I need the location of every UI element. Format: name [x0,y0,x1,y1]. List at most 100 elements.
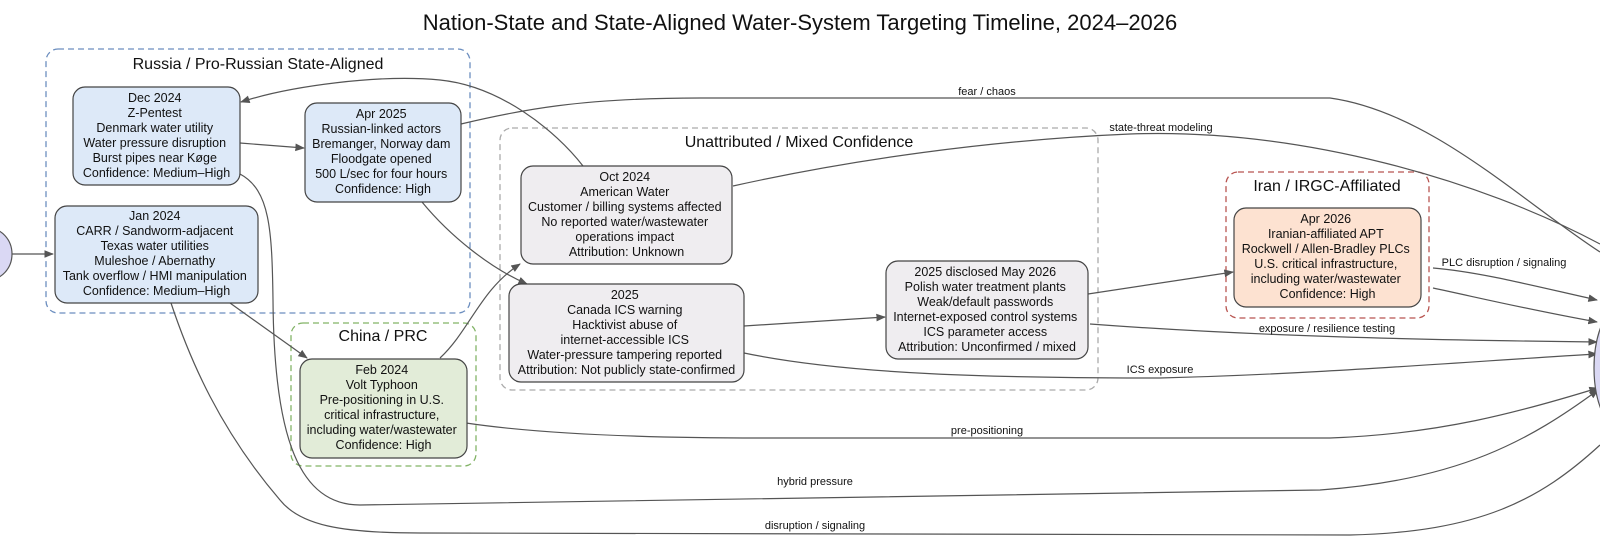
node-line: ICS parameter access [923,325,1047,339]
cluster-label-russia: Russia / Pro-Russian State-Aligned [133,56,384,73]
diagram-title: Nation-State and State-Aligned Water-Sys… [423,10,1178,35]
node-text-feb2024: Feb 2024 Volt Typhoon Pre-positioning in… [307,363,461,452]
edge-canada2025-to-poland2025 [743,313,886,327]
node-line: Z-Pentest [128,106,183,120]
node-text-apr2025: Apr 2025 Russian-linked actors Bremanger… [312,107,454,196]
node-oct2024: Oct 2024 American Water Customer / billi… [520,165,733,265]
edge-label-exposure: exposure / resilience testing [1259,323,1395,335]
edge-apr2026-hub [1432,287,1598,325]
node-line: CARR / Sandworm-adjacent [76,224,234,238]
node-line: Feb 2024 [355,363,408,377]
edge-feb2024-to-oct2024 [439,263,521,359]
node-line: including water/wastewater [307,423,457,437]
node-line: Attribution: Unknown [569,245,684,259]
node-line: critical infrastructure, [324,408,439,422]
edges [12,77,1600,536]
node-line: Customer / billing systems affected [528,200,722,214]
edge-label-plc: PLC disruption / signaling [1442,257,1567,269]
node-line: operations impact [575,230,674,244]
edge-feb2024-prepos [465,386,1599,439]
edge-label-prepos: pre-positioning [951,425,1023,437]
node-line: Iranian-affiliated APT [1268,227,1384,241]
node-line: Confidence: High [335,182,431,196]
node-line: Muleshoe / Abernathy [94,254,216,268]
node-line: 2025 disclosed May 2026 [914,265,1056,279]
edge-oct2024-state-threat [732,132,1600,245]
node-line: Oct 2024 [599,170,650,184]
node-line: Dec 2024 [128,91,182,105]
node-line: Tank overflow / HMI manipulation [63,269,247,283]
node-line: Denmark water utility [96,121,213,135]
edge-label-hybrid: hybrid pressure [777,476,853,488]
cluster-iran: Iran / IRGC-Affiliated [1225,171,1430,319]
node-line: Russian-linked actors [322,122,442,136]
node-text-canada2025: 2025 Canada ICS warning Hacktivist abuse… [518,288,736,377]
edge-dec2024-hybrid [239,173,1599,506]
node-line: Burst pipes near Køge [93,151,217,165]
edge-apr2025-fear [460,97,1600,253]
edge-oct2024-to-dec2024 [240,77,584,167]
edge-poland2025-to-apr2026 [1087,269,1234,295]
node-line: Floodgate opened [331,152,432,166]
node-line: Canada ICS warning [567,303,682,317]
node-line: Apr 2025 [356,107,407,121]
edge-jan2024-disruption [170,302,1600,536]
node-line: Rockwell / Allen-Bradley PLCs [1242,242,1410,256]
node-text-jan2024: Jan 2024 CARR / Sandworm-adjacent Texas … [63,209,251,298]
node-feb2024: Feb 2024 Volt Typhoon Pre-positioning in… [299,358,468,459]
cluster-russia: Russia / Pro-Russian State-Aligned [45,48,471,314]
cluster-unattributed: Unattributed / Mixed Confidence [499,127,1099,391]
edge-jan2024-to-feb2024 [229,302,308,359]
node-line: Volt Typhoon [346,378,418,392]
node-line: U.S. critical infrastructure, [1254,257,1397,271]
node-line: Polish water treatment plants [905,280,1066,294]
source-hub-node [0,230,13,278]
edge-apr2026-plc [1432,267,1598,302]
node-line: Water pressure disruption [83,136,226,150]
node-text-dec2024: Dec 2024 Z-Pentest Denmark water utility… [83,91,230,180]
edge-label-state-threat: state-threat modeling [1109,122,1212,134]
edge-poland2025-exposure [1089,323,1598,346]
cluster-china: China / PRC [290,322,477,467]
edge-canada2025-ics-exposure [743,350,1598,379]
node-line: American Water [580,185,669,199]
cluster-label-unattributed: Unattributed / Mixed Confidence [685,134,914,151]
edge-label-disruption: disruption / signaling [765,520,865,532]
node-line: 500 L/sec for four hours [315,167,447,181]
node-line: No reported water/wastewater [541,215,708,229]
node-line: Weak/default passwords [917,295,1053,309]
node-line: including water/wastewater [1251,272,1401,286]
node-line: Jan 2024 [129,209,180,223]
node-line: Confidence: High [1280,287,1376,301]
target-hub-node [1593,327,1600,409]
node-text-oct2024: Oct 2024 American Water Customer / billi… [528,170,725,259]
edge-labels: fear / chaos state-threat modeling PLC d… [765,86,1567,532]
edge-dec2024-to-apr2025 [239,142,305,152]
node-dec2024: Dec 2024 Z-Pentest Denmark water utility… [72,86,241,186]
node-line: Hacktivist abuse of [572,318,677,332]
node-line: Texas water utilities [101,239,209,253]
node-line: internet-accessible ICS [560,333,689,347]
node-apr2025: Apr 2025 Russian-linked actors Bremanger… [304,102,462,203]
node-line: Apr 2026 [1300,212,1351,226]
node-line: Attribution: Unconfirmed / mixed [898,340,1076,354]
cluster-label-iran: Iran / IRGC-Affiliated [1253,178,1400,195]
edge-label-ics-exposure: ICS exposure [1127,364,1194,376]
node-line: Confidence: Medium–High [83,166,230,180]
node-line: Water-pressure tampering reported [527,348,722,362]
edge-label-fear: fear / chaos [958,86,1016,98]
edge-apr2025-to-canada2025 [421,201,528,285]
node-canada2025: 2025 Canada ICS warning Hacktivist abuse… [508,283,745,383]
node-line: Attribution: Not publicly state-confirme… [518,363,736,377]
node-line: Confidence: Medium–High [83,284,230,298]
node-text-poland2025: 2025 disclosed May 2026 Polish water tre… [893,265,1081,354]
node-line: Internet-exposed control systems [893,310,1077,324]
node-line: Pre-positioning in U.S. [320,393,444,407]
node-text-apr2026: Apr 2026 Iranian-affiliated APT Rockwell… [1242,212,1414,301]
node-line: 2025 [611,288,639,302]
node-line: Bremanger, Norway dam [312,137,450,151]
node-apr2026: Apr 2026 Iranian-affiliated APT Rockwell… [1233,207,1422,308]
node-line: Confidence: High [336,438,432,452]
node-jan2024: Jan 2024 CARR / Sandworm-adjacent Texas … [54,205,259,304]
